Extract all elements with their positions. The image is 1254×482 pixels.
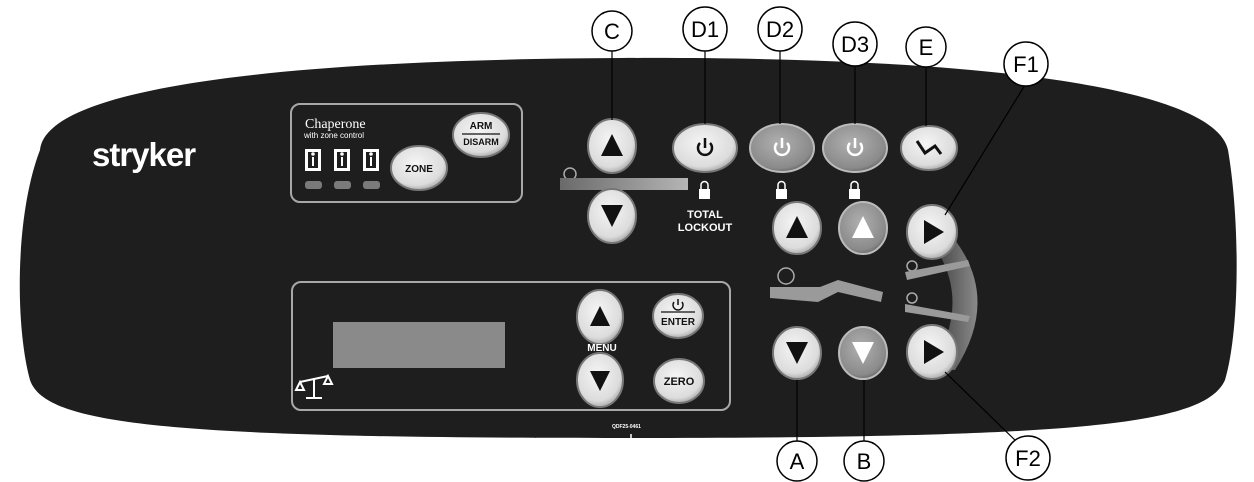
- callout-d2-label: D2: [766, 17, 794, 42]
- power-icon: [773, 142, 791, 157]
- callout-d1: D1: [682, 6, 728, 52]
- callout-f2-label: F2: [1015, 446, 1041, 471]
- chaperone-title: Chaperone: [305, 117, 366, 132]
- callout-d3-label: D3: [841, 32, 869, 57]
- menu-up-button[interactable]: [576, 289, 624, 345]
- zone-button-label: ZONE: [405, 164, 433, 175]
- reverse-trendelenburg-icon: [905, 292, 970, 322]
- lock-icon: [849, 180, 860, 199]
- bed-articulation-icon: [770, 267, 883, 302]
- power-icon: [846, 142, 864, 157]
- callout-f1: F1: [1003, 41, 1049, 87]
- callout-d1-label: D1: [691, 17, 719, 42]
- power-icon: [696, 142, 714, 157]
- knee-down-button[interactable]: [838, 326, 888, 380]
- zone-1-icon: [305, 149, 321, 171]
- arm-label: ARM: [470, 121, 493, 132]
- scale-display: [333, 322, 505, 368]
- knee-lockout-button[interactable]: [822, 123, 888, 173]
- zone-3-icon: [363, 149, 379, 171]
- zone-1-indicator: [305, 181, 322, 189]
- knee-up-button[interactable]: [838, 201, 888, 255]
- total-lockout-button[interactable]: [672, 123, 738, 173]
- callout-d3: D3: [832, 21, 878, 67]
- callout-f1-label: F1: [1013, 52, 1039, 77]
- callout-d2: D2: [757, 6, 803, 52]
- enter-label: ENTER: [661, 317, 696, 328]
- menu-down-button[interactable]: [576, 352, 624, 408]
- zero-button[interactable]: ZERO: [653, 358, 705, 404]
- disarm-label: DISARM: [463, 137, 499, 147]
- scale-balance-icon: [294, 373, 334, 399]
- power-icon: [672, 301, 684, 311]
- stryker-logo: stryker: [92, 136, 196, 173]
- total-lockout-line1: TOTAL: [687, 209, 723, 221]
- zone-2-icon: [334, 149, 350, 171]
- zone-button[interactable]: ZONE: [390, 145, 448, 191]
- trendelenburg-icon: [905, 260, 970, 280]
- head-up-button[interactable]: [772, 201, 822, 255]
- zone-3-indicator: [363, 181, 380, 189]
- bed-height-up-button[interactable]: [587, 118, 637, 174]
- callout-a: A: [776, 440, 818, 482]
- arm-disarm-button[interactable]: ARM DISARM: [452, 112, 510, 158]
- part-number: QDF25-0461: [612, 424, 641, 430]
- scale-module: MENU ENTER ZERO: [291, 281, 731, 411]
- callout-b-label: B: [857, 449, 872, 474]
- bed-height-icon: [560, 167, 688, 190]
- reverse-trendelenburg-button[interactable]: [906, 324, 958, 380]
- callout-leaders: [611, 46, 1026, 448]
- callout-c: C: [591, 10, 633, 52]
- callout-c-label: C: [604, 19, 620, 44]
- zone-2-indicator: [334, 181, 351, 189]
- enter-button[interactable]: ENTER: [652, 293, 704, 339]
- callout-a-label: A: [790, 449, 805, 474]
- lock-icon: [776, 180, 787, 199]
- callout-f2: F2: [1005, 435, 1051, 481]
- bed-height-down-button[interactable]: [587, 188, 637, 244]
- menu-label: MENU: [587, 343, 616, 354]
- callout-e-label: E: [919, 35, 934, 60]
- callout-e: E: [905, 26, 947, 68]
- callout-b: B: [843, 440, 885, 482]
- chaperone-module: Chaperone with zone control ZONE: [290, 103, 523, 203]
- trend-arc: [930, 240, 978, 370]
- chair-position-button[interactable]: [900, 125, 958, 171]
- lock-icon: [699, 180, 710, 199]
- trendelenburg-button[interactable]: [906, 204, 958, 260]
- chair-icon: [915, 140, 943, 156]
- panel-body: [19, 57, 1237, 439]
- head-down-button[interactable]: [772, 326, 822, 380]
- zero-label: ZERO: [664, 376, 695, 388]
- head-lockout-button[interactable]: [749, 123, 815, 173]
- chaperone-subtitle: with zone control: [303, 131, 364, 140]
- total-lockout-line2: LOCKOUT: [678, 222, 733, 234]
